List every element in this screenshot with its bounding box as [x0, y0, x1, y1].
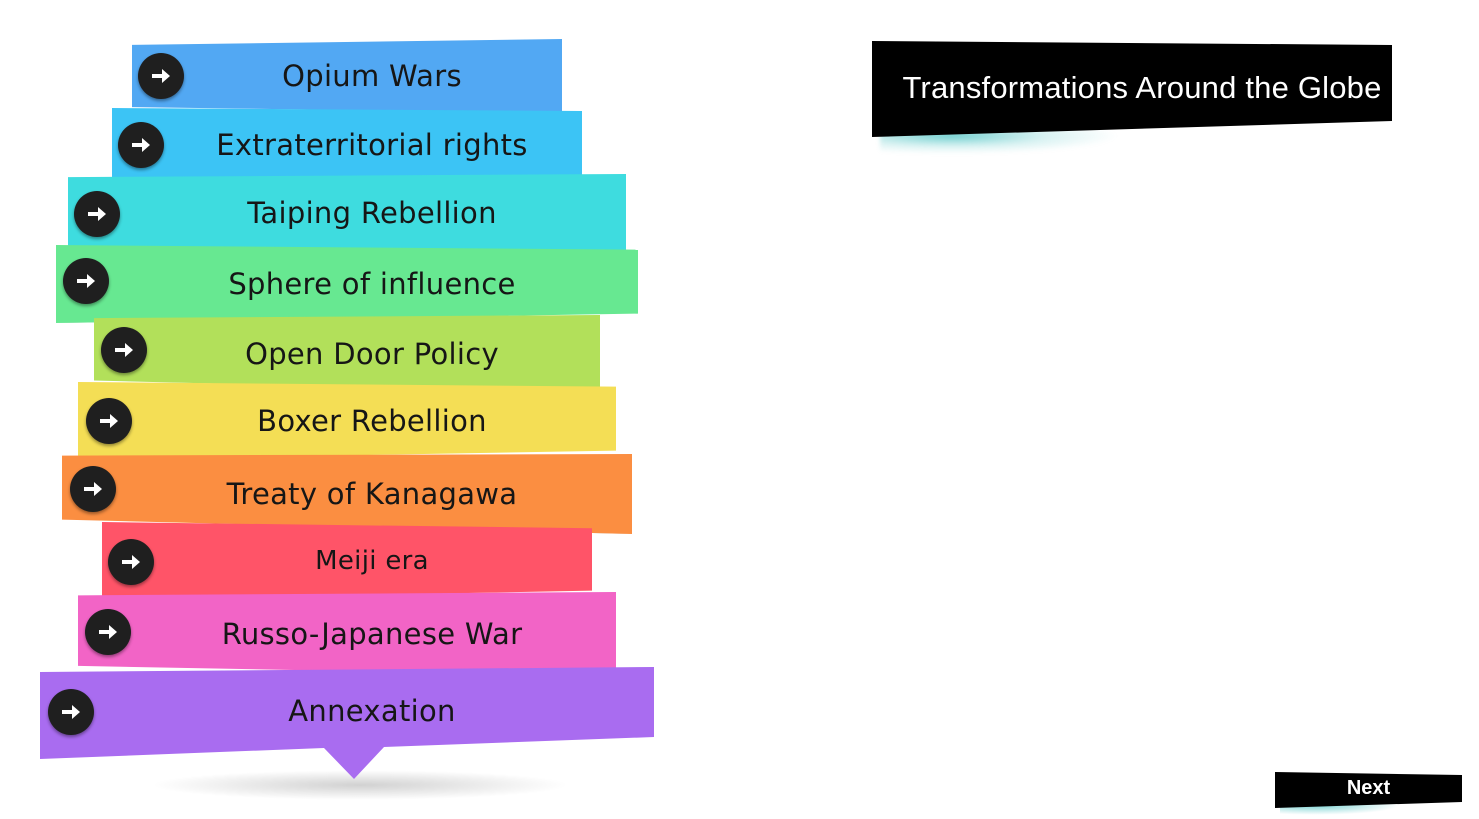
- arrow-right-circle-icon[interactable]: [48, 689, 94, 735]
- next-button-background: [1275, 772, 1462, 808]
- timeline-item-label: Treaty of Kanagawa: [226, 477, 518, 511]
- title-card: Transformations Around the Globe: [872, 41, 1392, 137]
- arrow-right-circle-icon[interactable]: [70, 466, 116, 512]
- timeline-item-label: Sphere of influence: [228, 267, 516, 301]
- arrow-right-circle-icon[interactable]: [108, 539, 154, 585]
- stack-shadow: [150, 770, 570, 800]
- page-title: Transformations Around the Globe: [902, 69, 1382, 105]
- timeline-item-label: Opium Wars: [282, 59, 462, 93]
- timeline-item-label: Taiping Rebellion: [247, 196, 497, 230]
- timeline-item-extraterritorial-rights[interactable]: Extraterritorial rights: [112, 108, 582, 182]
- timeline-item-meiji-era[interactable]: Meiji era: [102, 522, 592, 600]
- arrow-right-circle-icon[interactable]: [86, 398, 132, 444]
- timeline-item-russo-japanese-war[interactable]: Russo-Japanese War: [78, 592, 616, 676]
- arrow-right-circle-icon[interactable]: [101, 327, 147, 373]
- title-background: [872, 41, 1392, 137]
- timeline-item-label: Meiji era: [315, 546, 429, 576]
- arrow-right-circle-icon[interactable]: [138, 53, 184, 99]
- arrow-right-circle-icon[interactable]: [74, 191, 120, 237]
- timeline-item-annexation[interactable]: Annexation: [40, 667, 654, 785]
- timeline-item-sphere-of-influence[interactable]: Sphere of influence: [56, 245, 638, 323]
- timeline-item-label: Russo-Japanese War: [221, 617, 523, 651]
- next-button-label: Next: [1346, 776, 1391, 799]
- timeline-item-label: Annexation: [288, 694, 456, 728]
- arrow-right-circle-icon[interactable]: [63, 258, 109, 304]
- timeline-item-treaty-of-kanagawa[interactable]: Treaty of Kanagawa: [62, 454, 632, 534]
- next-button[interactable]: Next: [1275, 772, 1462, 808]
- timeline-item-boxer-rebellion[interactable]: Boxer Rebellion: [78, 382, 616, 460]
- timeline-item-label: Boxer Rebellion: [257, 404, 487, 438]
- arrow-right-circle-icon[interactable]: [118, 122, 164, 168]
- timeline-item-taiping-rebellion[interactable]: Taiping Rebellion: [68, 174, 626, 252]
- timeline-item-open-door-policy[interactable]: Open Door Policy: [94, 315, 600, 393]
- timeline-item-label: Extraterritorial rights: [216, 128, 528, 162]
- annexation-strip-shape: [40, 667, 654, 779]
- timeline-item-label: Open Door Policy: [245, 337, 499, 371]
- timeline-item-opium-wars[interactable]: Opium Wars: [132, 39, 562, 113]
- arrow-right-circle-icon[interactable]: [85, 609, 131, 655]
